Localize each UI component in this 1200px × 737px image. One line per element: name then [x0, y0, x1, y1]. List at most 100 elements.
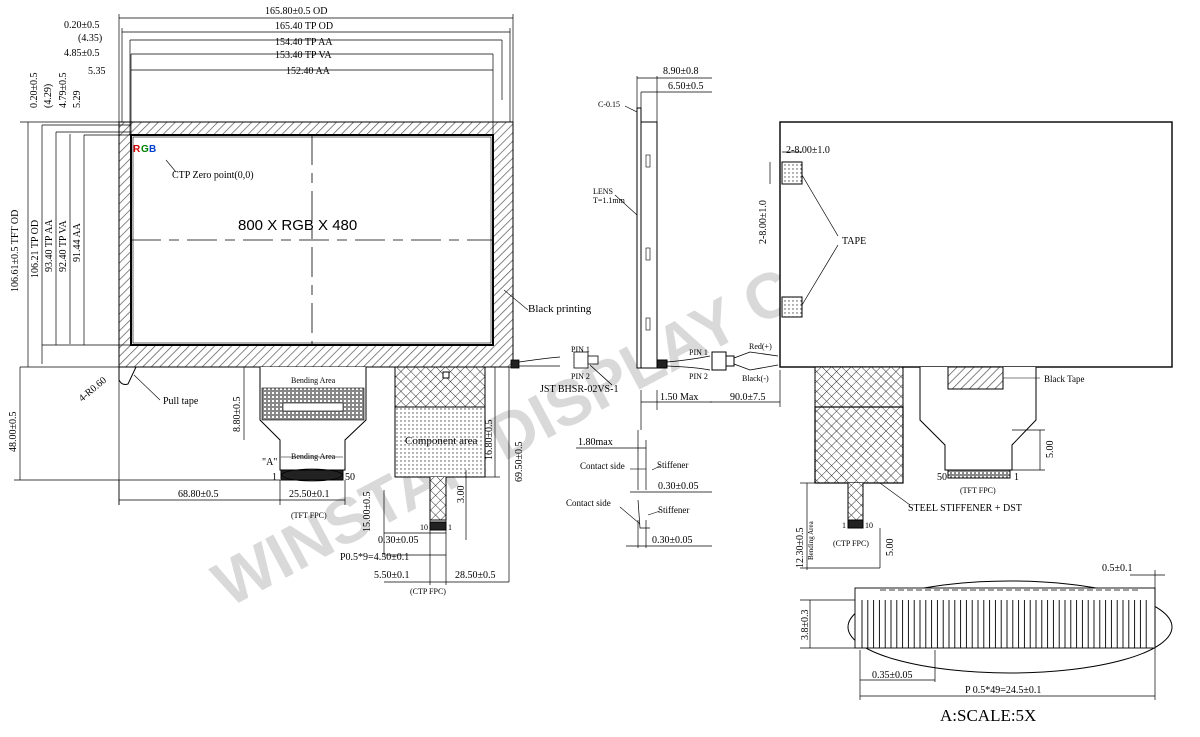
- tape-bottom: [781, 296, 803, 318]
- dim-0-20-top: 0.20±0.5: [64, 20, 100, 31]
- tft-fpc: [259, 367, 367, 482]
- dim-left-0-20: 0.20±0.5: [29, 73, 40, 109]
- dim-0-30-side-2: 0.30±0.05: [652, 535, 693, 546]
- corner-radius-label: 4-R0.60: [77, 375, 109, 404]
- ctp-pin-10: 10: [420, 523, 428, 532]
- front-labels: 165.80±0.5 OD 0.20±0.5 165.40 TP OD (4.3…: [8, 6, 618, 596]
- detail-pins: [861, 600, 1147, 648]
- left-dim-lines: [20, 121, 131, 368]
- dim-1-80: 1.80max: [578, 437, 613, 448]
- rgb-g: G: [141, 144, 149, 155]
- detail-a-label: "A": [262, 457, 277, 468]
- back-tft-fpc-label: (TFT FPC): [960, 486, 996, 495]
- dim-48-00: 48.00±0.5: [8, 412, 19, 453]
- back-ctp-pin-10: 10: [865, 521, 873, 530]
- dim-3-00: 3.00: [456, 486, 467, 504]
- detail-dim-3-8: 3.8±0.3: [800, 610, 811, 641]
- dim-152-40: 152.40 AA: [286, 66, 331, 77]
- pull-tape-label: Pull tape: [163, 396, 199, 407]
- dim-4-35: (4.35): [78, 33, 102, 44]
- rgb-r: R: [133, 144, 141, 155]
- dim-left-4-29: (4.29): [43, 84, 54, 108]
- scale-label: A:SCALE:5X: [940, 706, 1036, 725]
- dim-1-50: 1.50 Max: [660, 392, 698, 403]
- ctp-pin-1: 1: [448, 523, 452, 532]
- ctp-fpc: [394, 366, 486, 531]
- dim-90-0: 90.0±7.5: [730, 392, 766, 403]
- back-dim-12-30: 12.30±0.5: [795, 528, 806, 569]
- tape-dim-h: 2-8.00±1.0: [786, 145, 830, 156]
- back-outline: [779, 121, 1173, 368]
- side-pin-2: PIN 2: [689, 372, 708, 381]
- component-area-label: Component area: [405, 435, 478, 447]
- dim-left-4-79: 4.79±0.5: [58, 73, 69, 109]
- dim-left-5-29: 5.29: [72, 91, 83, 109]
- dim-25-50: 25.50±0.1: [289, 489, 330, 500]
- rgb-b: B: [149, 144, 156, 155]
- chamfer-label: C-0.15: [598, 100, 620, 109]
- back-tft-pin-50: 50: [937, 472, 947, 483]
- tape-top: [781, 161, 803, 185]
- dim-0-30-side-1: 0.30±0.05: [658, 481, 699, 492]
- ctp-fpc-label: (CTP FPC): [410, 587, 446, 596]
- back-bending-label: Bending Area: [807, 520, 815, 560]
- dim-8-80: 8.80±0.5: [232, 397, 243, 433]
- front-connector: [510, 351, 613, 386]
- back-ctp-pin-1: 1: [842, 521, 846, 530]
- dim-tp-aa: 93.40 TP AA: [44, 219, 55, 272]
- steel-stiffener-label: STEEL STIFFENER + DST: [908, 503, 1022, 514]
- side-labels: 8.90±0.8 6.50±0.5 C-0.15 LENS T=1.1mm PI…: [566, 66, 772, 546]
- dim-153-40: 153.40 TP VA: [275, 50, 332, 61]
- ctp-zero-label: CTP Zero point(0,0): [172, 170, 254, 181]
- dim-tp-va: 92.40 TP VA: [58, 220, 69, 272]
- bending-area-1: Bending Area: [291, 376, 336, 385]
- lens-label: LENS: [593, 187, 613, 196]
- dim-5-35: 5.35: [88, 66, 106, 77]
- resolution-label: 800 X RGB X 480: [238, 217, 357, 234]
- dim-5-50: 5.50±0.1: [374, 570, 410, 581]
- side-view: [576, 76, 781, 548]
- dim-69-50: 69.50±0.5: [514, 442, 525, 483]
- dim-165-80: 165.80±0.5 OD: [265, 6, 327, 17]
- dim-4-85: 4.85±0.5: [64, 48, 100, 59]
- back-labels: 2-8.00±1.0 2-8.00±1.0 TAPE Black Tape 50…: [758, 145, 1084, 568]
- detail-dim-pitch: P 0.5*49=24.5±0.1: [965, 685, 1041, 696]
- front-pin-1: PIN 1: [571, 345, 590, 354]
- side-pin-1: PIN 1: [689, 348, 708, 357]
- back-view: [769, 121, 1173, 570]
- stiffener-2: Stiffener: [658, 505, 689, 515]
- back-ctp-fpc-label: (CTP FPC): [833, 539, 869, 548]
- back-dim-5-00-a: 5.00: [1045, 441, 1056, 459]
- dim-154-40: 154.40 TP AA: [275, 37, 333, 48]
- detail-dim-0-35: 0.35±0.05: [872, 670, 913, 681]
- tft-fpc-label: (TFT FPC): [291, 511, 327, 520]
- bending-area-2: Bending Area: [291, 452, 336, 461]
- connector-label: JST BHSR-02VS-1: [540, 384, 618, 395]
- wire-red: Red(+): [749, 342, 772, 351]
- bottom-dim-lines: [14, 367, 510, 585]
- dim-15-00: 15.00±0.5: [362, 492, 373, 533]
- back-dim-5-00-b: 5.00: [885, 539, 896, 557]
- dim-8-90: 8.90±0.8: [663, 66, 699, 77]
- detail-labels: 0.5±0.1 3.8±0.3 0.35±0.05 P 0.5*49=24.5±…: [800, 563, 1133, 725]
- tft-pin-50: 50: [345, 472, 355, 483]
- detail-dim-0-5: 0.5±0.1: [1102, 563, 1133, 574]
- tft-pin-1: 1: [272, 472, 277, 483]
- front-pin-2: PIN 2: [571, 372, 590, 381]
- dim-16-80: 16.80±0.5: [484, 420, 495, 461]
- back-tft-pin-1: 1: [1014, 472, 1019, 483]
- contact-side-2: Contact side: [566, 498, 611, 508]
- dim-tp-od: 106.21 TP OD: [30, 220, 41, 278]
- lens-thickness: T=1.1mm: [593, 196, 626, 205]
- pull-tape: [118, 366, 137, 385]
- dim-6-50: 6.50±0.5: [668, 81, 704, 92]
- dim-0-30-ctp: 0.30±0.05: [378, 535, 419, 546]
- dim-165-40: 165.40 TP OD: [275, 21, 333, 32]
- dim-pitch-ctp: P0.5*9=4.50±0.1: [340, 552, 409, 563]
- dim-28-50: 28.50±0.5: [455, 570, 496, 581]
- tape-dim-v: 2-8.00±1.0: [758, 200, 769, 244]
- contact-side-1: Contact side: [580, 461, 625, 471]
- black-printing-label: Black printing: [528, 303, 592, 315]
- tape-label: TAPE: [842, 236, 866, 247]
